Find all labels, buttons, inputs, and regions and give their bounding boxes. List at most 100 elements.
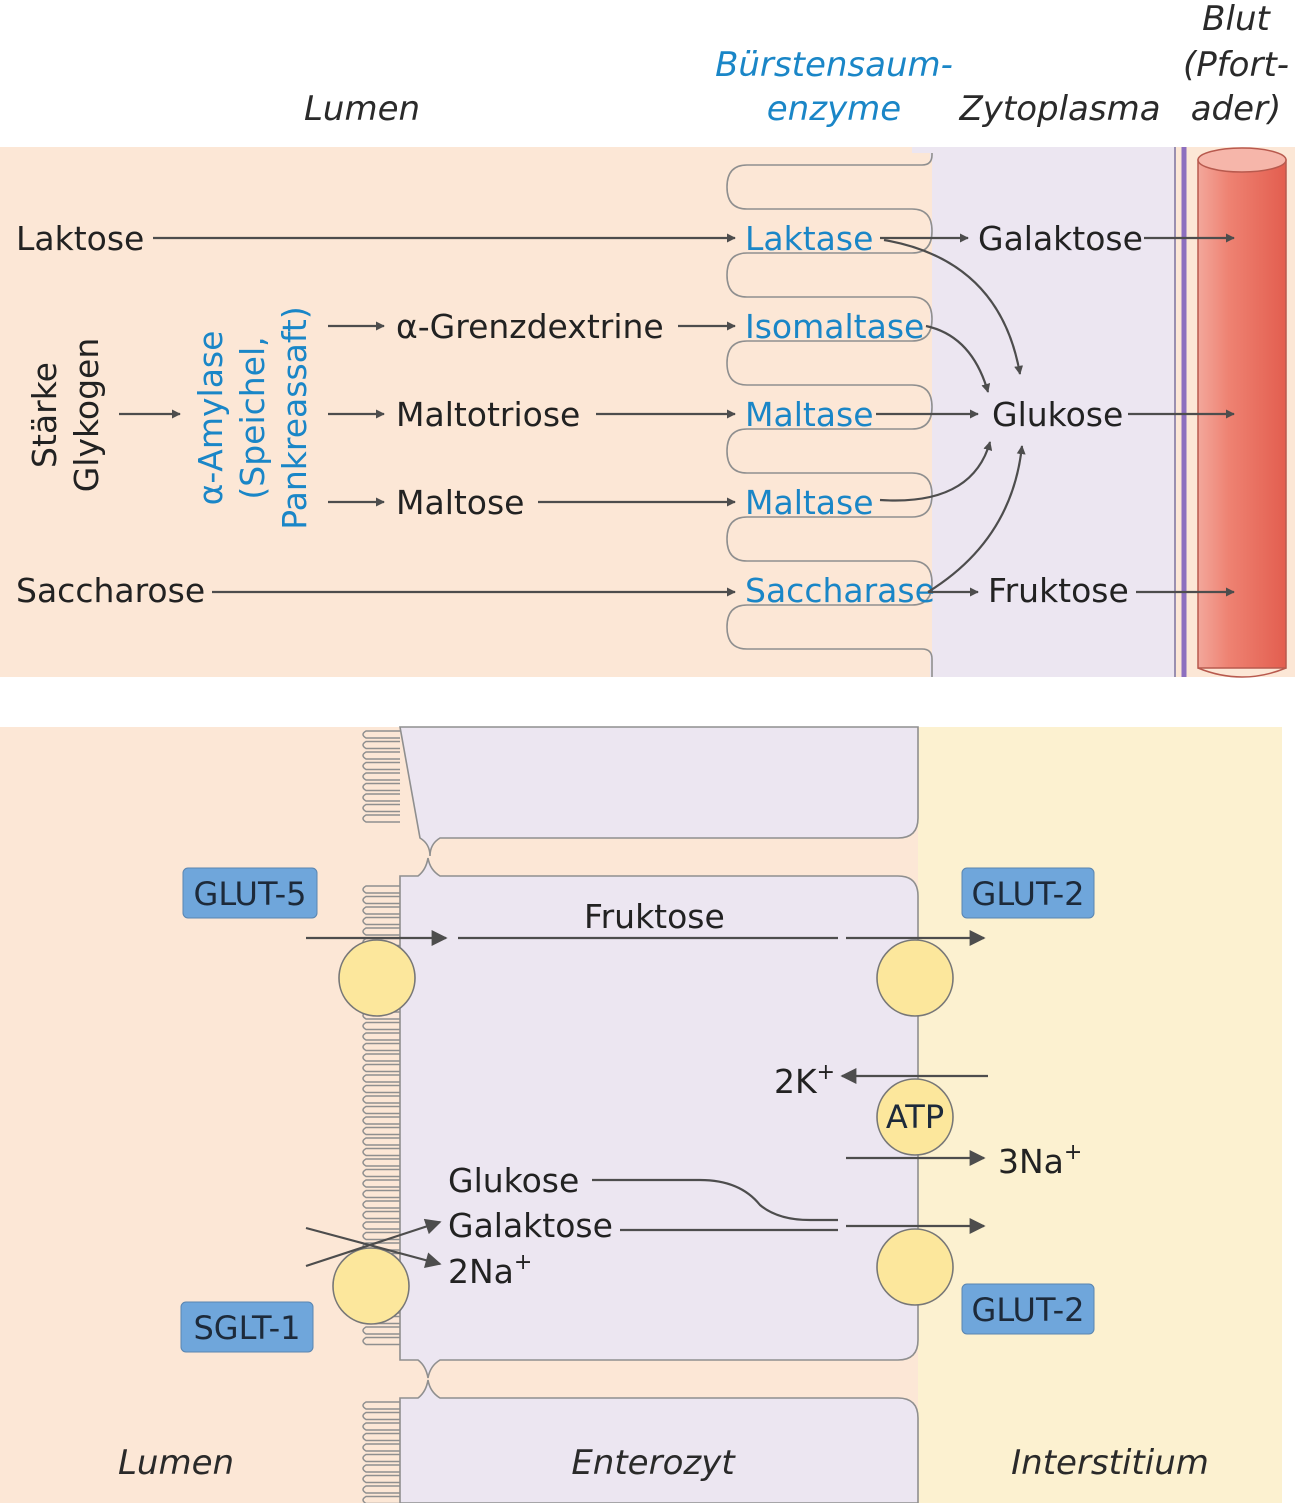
border-cap [912,147,942,153]
enterocyte-lower [399,1379,919,1503]
microvillus [362,1021,400,1031]
product-fructose: Fruktose [988,571,1129,610]
microvillus [362,916,400,926]
glut2-bottom-box: GLUT-2 [961,1283,1095,1335]
label-amylase-2: (Speichel, [233,336,272,499]
glut5-label: GLUT-5 [194,875,307,913]
microvillus [362,1495,400,1503]
label-amylase-1: α-Amylase [191,331,230,506]
label-maltotriose: Maltotriose [396,395,580,434]
bottom-sodium-out: 3Na+ [998,1140,1082,1181]
top-arrows [119,233,1235,597]
header-cytoplasm: Zytoplasma [958,89,1160,129]
label-amylase-3: Pankreassaft) [275,306,314,530]
microvillus [362,761,400,771]
blood-vessel [1197,147,1287,678]
arrow-lactase-glucose [883,238,1024,375]
microvillus [362,1443,400,1452]
microvillus [362,1095,400,1104]
label-glycogen: Glykogen [67,338,106,493]
microvillus [362,740,400,750]
microvillus [362,1422,400,1431]
label-sucrose: Saccharose [16,571,205,610]
header-blood-2: (Pfort- [1183,45,1289,85]
header-brush-border-2: enzyme [767,89,901,129]
zone-lumen: Lumen [118,1443,234,1483]
microvillus [362,1210,400,1220]
microvillus [362,1189,400,1199]
microvillus [362,1221,400,1230]
product-glucose: Glukose [992,395,1123,434]
microvillus [362,1105,400,1115]
microvillus [362,1179,400,1188]
microvillus [362,1326,400,1335]
enterocyte-main [399,857,919,1379]
enzyme-sucrase: Saccharase [745,571,935,610]
microvillus [362,814,400,823]
microvillus [362,1401,400,1410]
arrow-isomaltase-glucose [925,324,991,393]
microvillus [362,1042,400,1052]
microvillus [362,1074,400,1083]
enzyme-maltase-2: Maltase [745,483,874,522]
glut5-box: GLUT-5 [182,867,318,919]
label-maltose: Maltose [396,483,525,522]
sglt1-label: SGLT-1 [193,1309,300,1347]
bottom-potassium: 2K+ [774,1060,835,1101]
glut2-top-label: GLUT-2 [972,875,1085,913]
enzyme-lactase: Laktase [745,219,873,258]
label-dextrins: α-Grenzdextrine [396,307,664,346]
microvillus [362,793,400,802]
arrow-glucose-merge [592,1178,838,1222]
microvillus [362,1485,400,1494]
bottom-glucose: Glukose [448,1161,579,1200]
atp-label: ATP [886,1098,944,1136]
microvillus [362,803,400,813]
arrow-sglt1-sodium-in [305,1226,442,1268]
top-panel: Lumen Bürstensaum- enzyme Zytoplasma Blu… [0,0,1295,678]
microvillus [362,1126,400,1136]
na-k-pump [876,1078,954,1156]
glut2-top-transporter [876,939,954,1017]
microvilli-border [726,147,933,677]
microvillus [362,1432,400,1442]
arrow-sucrase-glucose [927,445,1026,593]
sglt1-transporter [332,1247,410,1325]
bottom-fructose: Fruktose [584,897,725,936]
microvillus [362,895,400,905]
microvillus [362,751,400,760]
arrow-maltase2-glucose [879,441,993,502]
product-galactose: Galaktose [978,219,1143,258]
zone-enterocyte: Enterozyt [571,1443,736,1483]
microvillus [362,772,400,781]
microvillus [362,1200,400,1209]
microvillus [362,1032,400,1041]
interstitium-background [918,727,1282,1503]
microvillus [362,1116,400,1125]
header-blood-1: Blut [1202,0,1271,39]
label-starch: Stärke [25,362,64,468]
header-brush-border-1: Bürstensaum- [715,45,953,85]
label-lactose: Laktose [16,219,144,258]
microvillus [362,906,400,915]
microvillus [362,885,400,894]
microvillus [362,1411,400,1421]
enterocyte-upper [399,726,919,857]
microvillus [362,1336,400,1346]
microvillus [362,1053,400,1062]
microvillus [362,1084,400,1094]
header-blood-3: ader) [1191,89,1282,129]
glut2-bottom-label: GLUT-2 [972,1291,1085,1329]
arrow-sglt1-sugar-in [305,1218,442,1268]
microvillus [362,927,400,936]
microvillus [362,782,400,792]
microvillus [362,1137,400,1146]
microvillus [362,730,400,739]
enzyme-isomaltase: Isomaltase [745,307,924,346]
bottom-arrows [305,930,988,1268]
enzyme-maltase-1: Maltase [745,395,874,434]
microvillus [362,1147,400,1157]
bottom-sodium-in: 2Na+ [448,1250,532,1291]
microvillus [362,1168,400,1178]
